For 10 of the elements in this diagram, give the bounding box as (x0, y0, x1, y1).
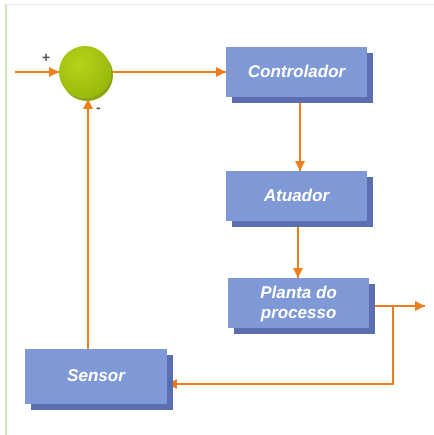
process-block: Sensor (25, 349, 167, 404)
process-block: Planta do processo (228, 278, 369, 328)
arrow (83, 99, 93, 349)
sign-label: + (42, 50, 50, 64)
arrow (111, 67, 226, 77)
process-block: Controlador (226, 47, 367, 97)
arrow (15, 67, 59, 77)
summing-junction (59, 46, 111, 98)
sign-label: - (96, 100, 101, 114)
process-block: Atuador (226, 171, 367, 221)
